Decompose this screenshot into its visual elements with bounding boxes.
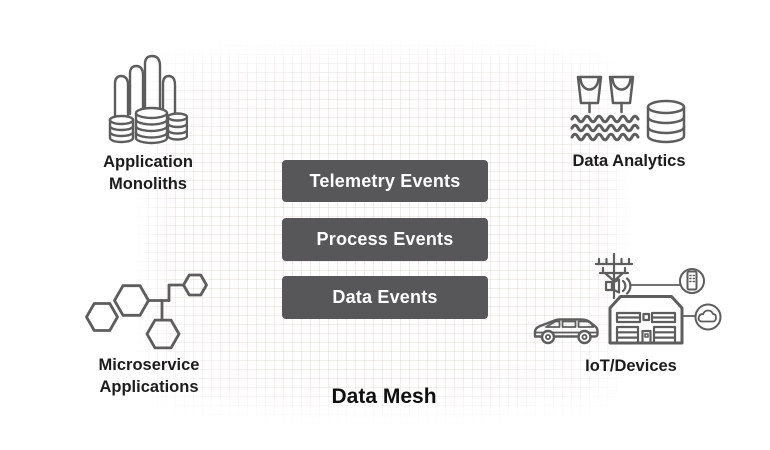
- microservice-applications-label-line1: Microservice: [98, 356, 200, 374]
- application-monoliths-label: Application Monoliths: [48, 151, 248, 195]
- application-monoliths-icon: [108, 54, 188, 145]
- process-events-box-label: Process Events: [316, 229, 454, 249]
- application-monoliths-label-line2: Monoliths: [109, 175, 187, 193]
- data-analytics-label-line1: Data Analytics: [572, 152, 686, 170]
- microservice-hexagons-icon: [85, 273, 208, 350]
- data-events-box-label: Data Events: [332, 287, 438, 307]
- data-events-box: Data Events: [282, 276, 488, 319]
- data-analytics-icon: [570, 75, 686, 144]
- microservice-applications-label-line2: Applications: [99, 378, 199, 396]
- iot-devices-icon: [533, 252, 722, 345]
- process-events-box: Process Events: [282, 218, 488, 261]
- microservice-applications-label: Microservice Applications: [49, 354, 249, 398]
- iot-devices-label: IoT/Devices: [531, 355, 731, 377]
- telemetry-events-box-label: Telemetry Events: [309, 170, 461, 191]
- diagram-caption: Data Mesh: [331, 385, 437, 408]
- data-analytics-label: Data Analytics: [529, 150, 729, 172]
- application-monoliths-label-line1: Application: [103, 153, 193, 171]
- iot-devices-label-line1: IoT/Devices: [585, 357, 677, 375]
- telemetry-events-box: Telemetry Events: [282, 160, 488, 202]
